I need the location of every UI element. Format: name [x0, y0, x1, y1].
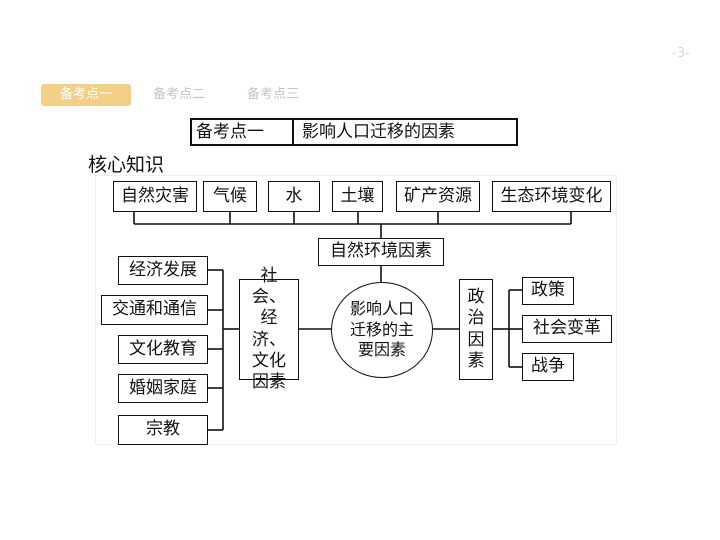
- node-marriage-family: 婚姻家庭: [118, 374, 208, 403]
- node-religion: 宗教: [118, 415, 208, 445]
- node-natural-factor: 自然环境因素: [318, 238, 444, 266]
- tab-exam-point-2[interactable]: 备考点二: [152, 87, 205, 102]
- node-war: 战争: [522, 353, 574, 381]
- node-economic-development: 经济发展: [118, 256, 208, 285]
- node-culture-education: 文化教育: [118, 335, 208, 364]
- title-table-label: 备考点一: [192, 120, 294, 144]
- node-policy: 政策: [522, 277, 574, 305]
- tab-exam-point-1[interactable]: 备考点一: [41, 84, 131, 106]
- tab-exam-point-3[interactable]: 备考点三: [246, 87, 299, 102]
- factor-diagram: 自然灾害 气候 水 土壤 矿产资源 生态环境变化 自然环境因素 经济发展 交通和…: [95, 175, 617, 445]
- node-natural-disaster: 自然灾害: [113, 181, 197, 212]
- page-number: -3-: [672, 46, 690, 61]
- node-mineral-resources: 矿产资源: [396, 181, 480, 212]
- node-climate: 气候: [203, 181, 257, 212]
- node-soil: 土壤: [332, 181, 383, 212]
- node-transport-communication: 交通和通信: [101, 295, 208, 325]
- title-table: 备考点一 影响人口迁移的因素: [190, 118, 518, 146]
- node-center-main-factors: 影响人口迁移的主要因素: [331, 282, 433, 378]
- node-social-factor: 社会、经济、文化因素: [239, 266, 299, 392]
- section-heading: 核心知识: [88, 154, 165, 176]
- title-table-topic: 影响人口迁移的因素: [302, 122, 455, 142]
- connector-lines: [133, 212, 572, 431]
- node-ecological-change: 生态环境变化: [492, 181, 611, 212]
- node-political-factor: 政治因素: [459, 279, 493, 380]
- node-social-transformation: 社会变革: [522, 315, 612, 343]
- node-water: 水: [268, 181, 320, 212]
